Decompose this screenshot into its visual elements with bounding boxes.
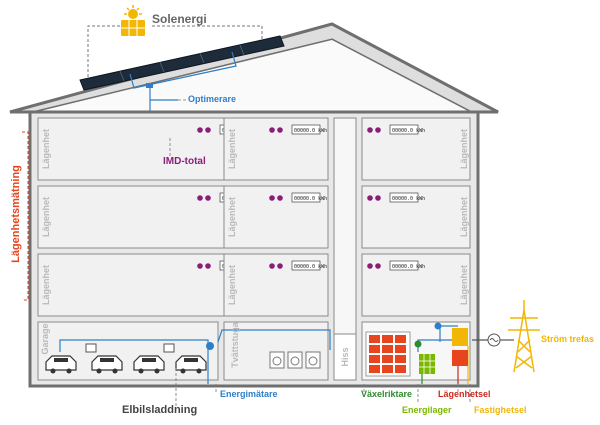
energy-meter-label: Energimätare [220, 389, 278, 399]
meter-display-box [291, 192, 321, 203]
electric-car [133, 355, 165, 374]
imd-meter-dot [375, 127, 381, 133]
meter-display-box [389, 124, 419, 135]
imd-meter-dot [197, 263, 203, 269]
energy-meter-node [206, 342, 214, 350]
laundry-label: Tvättstuga [230, 322, 240, 368]
imd-meter-dot [269, 195, 275, 201]
imd-meter-dot [269, 263, 275, 269]
apartment-label: Lägenhet [41, 197, 51, 238]
imd-meter-dot [277, 127, 283, 133]
apartment-label: Lägenhet [459, 129, 469, 170]
optimizer-box [146, 83, 153, 88]
solar-label: Solenergi [152, 12, 207, 26]
apartment-fuse-box [452, 350, 468, 366]
meter-display-box [389, 260, 419, 271]
inverter-module [382, 345, 393, 353]
imd-total-label: IMD-total [163, 156, 206, 167]
apartment-label: Lägenhet [41, 265, 51, 306]
imd-meter-dot [367, 127, 373, 133]
elevator-label: Hiss [340, 347, 350, 367]
washing-machine-icons [269, 351, 321, 369]
meter-reading: 00000.0 kWh [294, 128, 327, 134]
meter-reading: 00000.0 kWh [294, 264, 327, 270]
apartment-grid: 00000.0 kWh 00000.0 kWh 00000.0 kWh 00000.0… [37, 117, 471, 317]
inverter-module [395, 355, 406, 363]
apartment-label: Lägenhet [227, 265, 237, 306]
electric-car [45, 355, 77, 374]
electric-car [91, 355, 123, 374]
meter-reading: 00000.0 kWh [392, 196, 425, 202]
imd-meter-dot [205, 127, 211, 133]
elevator-room [333, 333, 357, 381]
inverter-module [382, 365, 393, 373]
solar-icon [121, 5, 145, 36]
energy-storage-label: Energilager [402, 405, 452, 415]
ev-charger-icons [85, 343, 175, 353]
inverter-module [382, 335, 393, 343]
three-phase-label: Ström trefas [541, 334, 595, 344]
ev-car-group [45, 355, 207, 374]
imd-meter-dot [197, 127, 203, 133]
garage-room [37, 321, 219, 381]
imd-meter-dot [277, 195, 283, 201]
inverter-node [414, 340, 422, 348]
meter-display-box [291, 124, 321, 135]
optimizer-label: Optimerare [188, 94, 237, 104]
property-fuse-box [452, 328, 468, 346]
solar-connection-line [87, 25, 120, 78]
inverter-module [395, 335, 406, 343]
label-pointer-lines [169, 99, 471, 406]
metering-bracket [22, 131, 29, 301]
energy-storage-icon [419, 354, 435, 374]
laundry-room [223, 321, 329, 381]
meter-reading: 00000.0 kWh [294, 196, 327, 202]
inverter-module [369, 365, 380, 373]
imd-meter-dot [367, 263, 373, 269]
apartment-fuse-label: Lägenhetsel [438, 389, 491, 399]
apartment-label: Lägenhet [227, 197, 237, 238]
apartment-label: Lägenhet [459, 265, 469, 306]
inverter-module [369, 355, 380, 363]
inverter-module [382, 355, 393, 363]
imd-meter-dot [205, 263, 211, 269]
inverter-module [395, 345, 406, 353]
property-electricity-label: Fastighetsel [474, 405, 527, 415]
imd-meter-dot [277, 263, 283, 269]
meter-node-right [434, 322, 442, 330]
imd-meter-dot [269, 127, 275, 133]
apartment-label: Lägenhet [41, 129, 51, 170]
inverter-module [369, 335, 380, 343]
inverter-module [369, 345, 380, 353]
imd-meter-dot [375, 263, 381, 269]
imd-meter-dot [367, 195, 373, 201]
apartment-metering-label: Lägenhetsmätning [10, 165, 22, 263]
electric-car [175, 355, 207, 374]
ev-charging-label: Elbilsladdning [122, 404, 198, 416]
meter-reading: 00000.0 kWh [392, 264, 425, 270]
imd-meter-dot [375, 195, 381, 201]
inverter-label: Växelriktare [361, 389, 413, 399]
inverter-module [395, 365, 406, 373]
meter-display-box [291, 260, 321, 271]
apartment-label: Lägenhet [459, 197, 469, 238]
inverter-rack [365, 331, 411, 377]
apartment-label: Lägenhet [227, 129, 237, 170]
garage-label: Garage [40, 323, 50, 355]
meter-display-box [389, 192, 419, 203]
power-pylon-icon [508, 300, 540, 373]
imd-meter-dot [205, 195, 211, 201]
meter-reading: 00000.0 kWh [392, 128, 425, 134]
roof [9, 22, 499, 114]
imd-meter-dot [197, 195, 203, 201]
